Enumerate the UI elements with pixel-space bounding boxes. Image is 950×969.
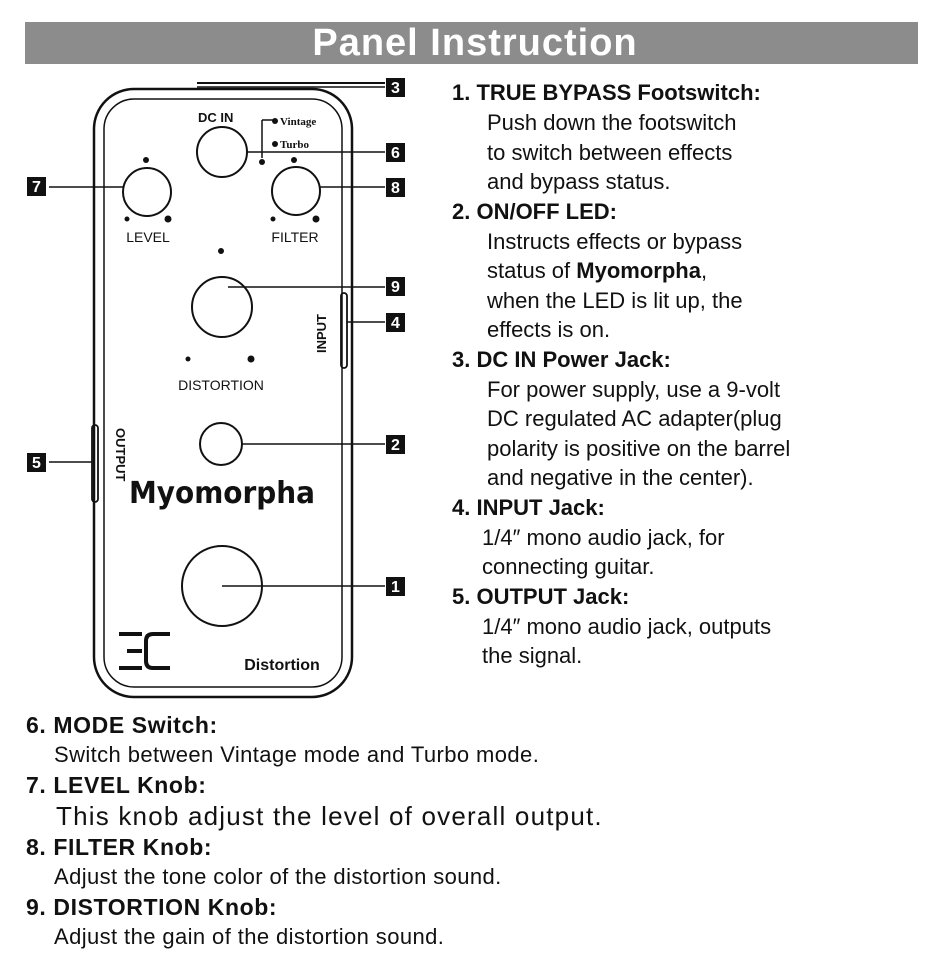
item-title-filter: 8. FILTER Knob: — [26, 834, 213, 860]
dc-in-jack — [196, 126, 248, 178]
turbo-label: Turbo — [280, 139, 309, 151]
svg-text:6: 6 — [391, 145, 400, 162]
item-body-distortion: Adjust the gain of the distortion sound. — [54, 924, 445, 949]
filter-label: FILTER — [271, 229, 318, 245]
item-title-distortion: 9. DISTORTION Knob: — [26, 894, 278, 920]
svg-text:2: 2 — [391, 437, 400, 454]
pedal-enclosure-outer — [92, 87, 354, 699]
instructions-bottom: 6. MODE Switch: Switch between Vintage m… — [26, 710, 926, 952]
item-body: 1/4″ mono audio jack, for connecting gui… — [482, 524, 725, 580]
pedal-enclosure-inner — [103, 98, 343, 688]
dc-in-label: DC IN — [198, 110, 233, 125]
svg-text:3: 3 — [391, 80, 400, 97]
item-body-text: Instructs effects or bypass status of — [487, 228, 743, 284]
item-body: 1/4″ mono audio jack, outputs the signal… — [482, 613, 772, 669]
item-true-bypass: 1. TRUE BYPASS Footswitch: Push down the… — [452, 78, 922, 197]
item-body: For power supply, use a 9-volt DC regula… — [487, 376, 791, 491]
filter-knob — [271, 166, 321, 216]
vintage-label: Vintage — [280, 116, 316, 128]
callout-2: 2 — [386, 435, 405, 454]
input-label: INPUT — [314, 314, 329, 353]
item-title: 5. OUTPUT Jack: — [452, 583, 630, 609]
brand-name: Myomorpha — [129, 476, 315, 511]
item-output-jack: 5. OUTPUT Jack: 1/4″ mono audio jack, ou… — [452, 582, 922, 671]
input-jack — [340, 292, 348, 369]
title-bar — [25, 22, 918, 64]
item-body-mode: Switch between Vintage mode and Turbo mo… — [54, 742, 540, 767]
callout-8: 8 — [386, 178, 405, 197]
item-title-level: 7. LEVEL Knob: — [26, 772, 207, 798]
distortion-knob — [191, 276, 253, 338]
callout-5: 5 — [27, 453, 46, 472]
item-title: 3. DC IN Power Jack: — [452, 346, 671, 372]
output-jack — [91, 424, 99, 503]
item-input-jack: 4. INPUT Jack: 1/4″ mono audio jack, for… — [452, 493, 922, 582]
item-body-level: This knob adjust the level of overall ou… — [56, 801, 603, 831]
svg-text:9: 9 — [391, 279, 400, 296]
callout-7: 7 — [27, 177, 46, 196]
callout-6: 6 — [386, 143, 405, 162]
brand-mention: Myomorpha — [576, 258, 701, 283]
output-label: OUTPUT — [113, 428, 128, 482]
item-on-off-led: 2. ON/OFF LED: Instructs effects or bypa… — [452, 197, 922, 345]
instructions-right: 1. TRUE BYPASS Footswitch: Push down the… — [452, 78, 922, 671]
pedal-diagram: DC IN Vintage Turbo LEVEL FILTER DISTORT… — [27, 78, 405, 699]
level-knob — [122, 167, 172, 217]
distortion-label: DISTORTION — [178, 377, 264, 393]
item-body-text: , when the LED is lit up, the effects is… — [487, 258, 743, 342]
svg-text:7: 7 — [32, 179, 41, 196]
callout-4: 4 — [386, 313, 405, 332]
item-title: 4. INPUT Jack: — [452, 494, 605, 520]
item-title: 1. TRUE BYPASS Footswitch: — [452, 80, 761, 105]
callout-3: 3 — [386, 78, 405, 97]
item-body: Push down the footswitch to switch betwe… — [487, 110, 737, 194]
level-label: LEVEL — [126, 229, 170, 245]
model-label: Distortion — [244, 657, 320, 674]
item-title-mode: 6. MODE Switch: — [26, 712, 218, 738]
item-dc-in: 3. DC IN Power Jack: For power supply, u… — [452, 345, 922, 493]
callout-1: 1 — [386, 577, 405, 596]
page-title: Panel Instruction — [312, 22, 638, 64]
led-indicator — [199, 422, 243, 466]
brand-logo — [119, 632, 170, 670]
svg-text:8: 8 — [391, 180, 400, 197]
callout-9: 9 — [386, 277, 405, 296]
svg-text:5: 5 — [32, 455, 41, 472]
mode-switch — [259, 159, 265, 165]
svg-text:1: 1 — [391, 579, 400, 596]
item-body: Instructs effects or bypass status of My… — [452, 227, 922, 345]
svg-text:4: 4 — [391, 315, 400, 332]
item-title: 2. ON/OFF LED: — [452, 198, 617, 224]
item-body-filter: Adjust the tone color of the distortion … — [54, 864, 502, 889]
